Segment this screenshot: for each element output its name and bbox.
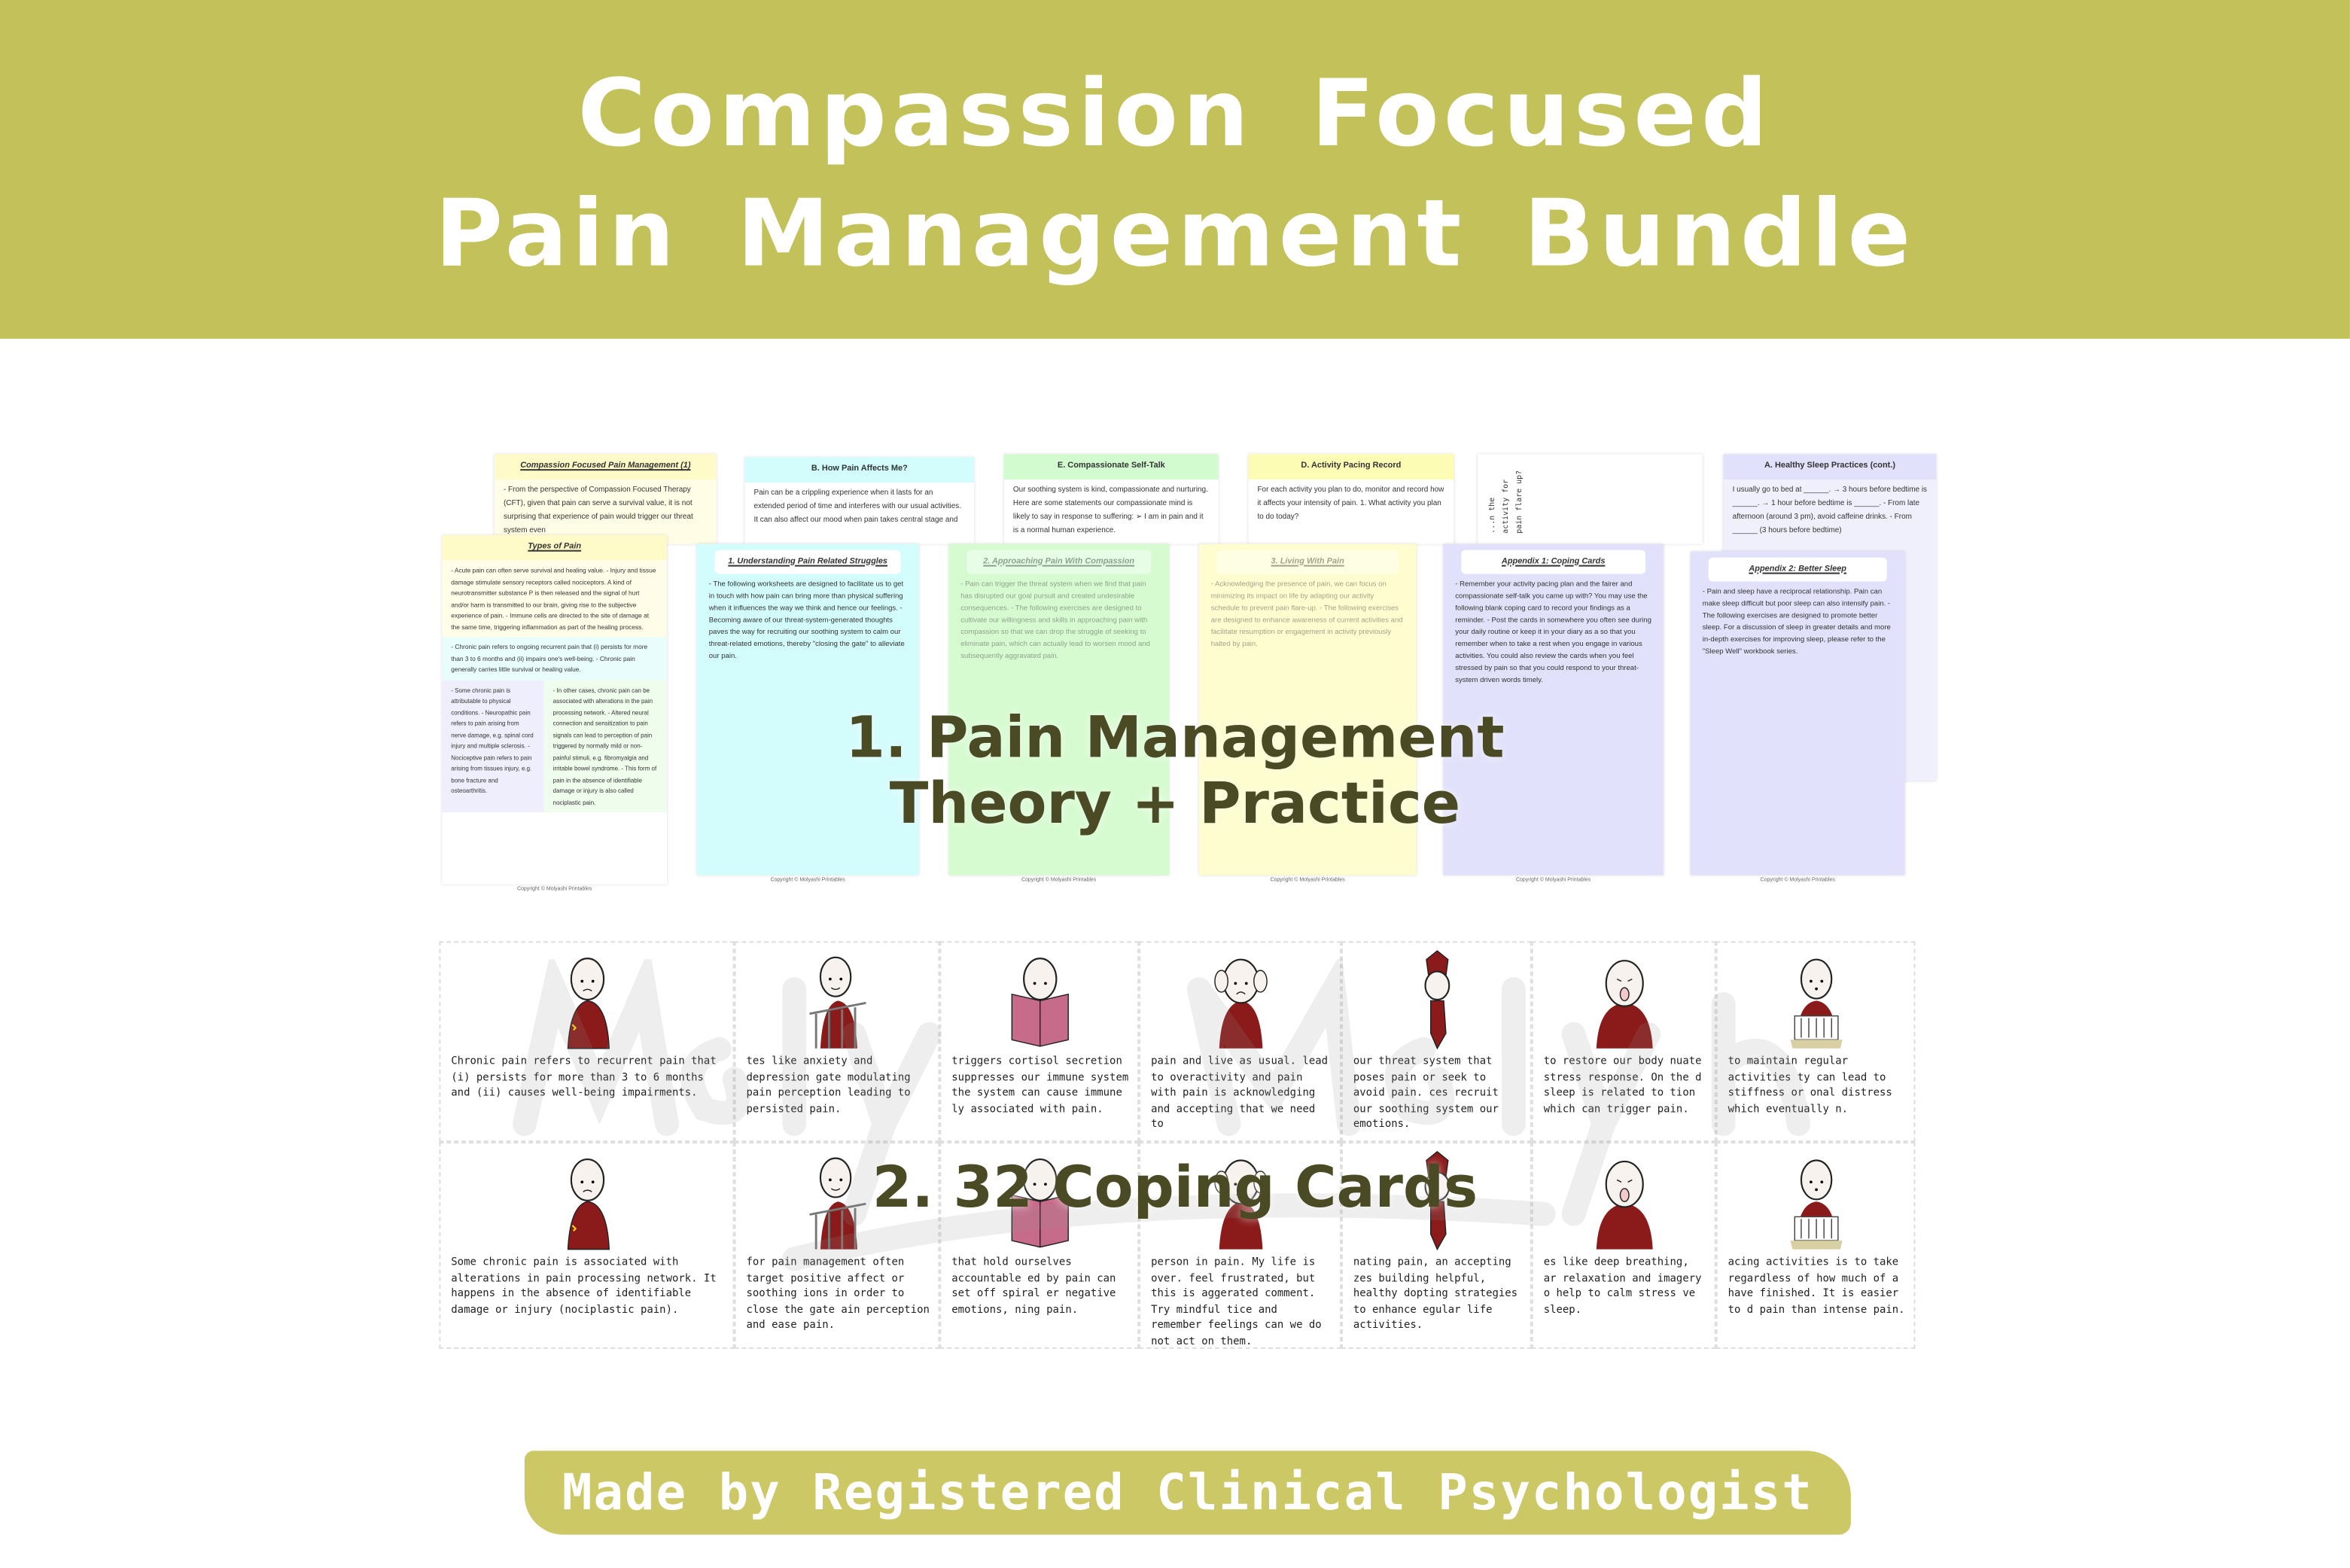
cover-title: Appendix 2: Better Sleep [1708,557,1887,582]
coping-card-text: person in pain. My life is over. feel fr… [1151,1256,1322,1347]
copyright-text: Copyright © Molyashi Printables [1270,876,1345,883]
coping-card: Chronic pain refers to recurrent pain th… [439,941,735,1143]
coping-card: pain and live as usual. lead to overacti… [1139,941,1341,1143]
cover-title: 2. Approaching Pain With Compassion [966,550,1152,574]
behind-bars-figure-icon [808,956,866,1049]
coping-card-text: acing activities is to take regardless o… [1727,1256,1905,1316]
header-band: Compassion Focused Pain Management Bundl… [0,0,2350,339]
page-cfpm: Compassion Focused Pain Management (1) -… [495,454,717,544]
copyright-text: Copyright © Molyashi Printables [1516,876,1591,883]
footer-banner: Made by Registered Clinical Psychologist [524,1451,1851,1535]
copyright-text: Copyright © Molyashi Printables [1021,876,1097,883]
coping-card-text: for pain management often target positiv… [746,1256,930,1332]
coping-card-text: to maintain regular activities ty can le… [1727,1055,1892,1115]
page-body: Pain can be a crippling experience when … [753,489,962,525]
coping-card-text: pain and live as usual. lead to overacti… [1151,1055,1329,1131]
holding-head-figure-icon [1213,1159,1267,1250]
brush-stroke [524,1451,1851,1535]
title-line-1: Compassion Focused [577,58,1773,168]
stretching-figure-icon [1423,950,1450,1050]
coping-card-text: Some chronic pain is associated with alt… [451,1256,717,1316]
at-desk-figure-icon [1789,958,1842,1049]
coping-card: to maintain regular activities ty can le… [1715,941,1916,1143]
cover-body: - The following worksheets are designed … [708,581,905,662]
coping-card: acing activities is to take regardless o… [1715,1142,1916,1349]
cover-title: 3. Living With Pain [1216,550,1399,574]
coping-card: our threat system that poses pain or see… [1341,941,1532,1143]
page-activity-pacing: D. Activity Pacing Record For each activ… [1248,454,1454,544]
cover-page-living: 3. Living With Pain - Acknowledging the … [1198,543,1417,875]
cover-page-approaching: 2. Approaching Pain With Compassion - Pa… [948,543,1169,875]
reading-book-figure-icon [1010,1158,1068,1248]
page-body: Our soothing system is kind, compassiona… [1012,486,1208,535]
behind-bars-figure-icon [808,1157,866,1250]
holding-arm-figure-icon [566,958,610,1049]
coping-card-text: our threat system that poses pain or see… [1353,1055,1499,1131]
cover-page-appendix-coping-cards: Appendix 1: Coping Cards - Remember your… [1443,543,1664,875]
acute-pain-section: - Acute pain can often serve survival an… [442,560,667,638]
coping-card: for pain management often target positiv… [734,1142,940,1349]
page-title: A. Healthy Sleep Practices (cont.) [1723,454,1937,480]
coping-card: to restore our body nuate stress respons… [1531,941,1716,1143]
copyright-text: Copyright © Molyashi Printables [517,885,592,892]
coping-card: es like deep breathing, ar relaxation an… [1531,1142,1716,1349]
overlay-heading-pain-management: 1. Pain Management [845,704,1505,771]
cover-body: - Remember your activity pacing plan and… [1455,581,1651,685]
holding-head-figure-icon [1213,958,1267,1049]
coping-card-text: tes like anxiety and depression gate mod… [746,1055,911,1115]
coping-card-text: Chronic pain refers to recurrent pain th… [451,1055,717,1099]
coping-card: nating pain, an accepting zes building h… [1341,1142,1532,1349]
page-types-of-pain: Types of Pain - Acute pain can often ser… [442,534,667,884]
at-desk-figure-icon [1789,1159,1842,1250]
cover-page-understanding: 1. Understanding Pain Related Struggles … [696,543,919,875]
footer-text: Made by Registered Clinical Psychologist [562,1463,1813,1521]
overlay-heading-coping-cards: 2. 32 Coping Cards [872,1154,1478,1220]
coping-card-text: to restore our body nuate stress respons… [1543,1055,1702,1115]
page-how-pain-affects: B. How Pain Affects Me? Pain can be a cr… [744,457,975,544]
reading-book-figure-icon [1010,958,1068,1047]
yawning-figure-icon [1595,1160,1652,1250]
cover-body: - Pain and sleep have a reciprocal relat… [1702,589,1891,657]
yawning-figure-icon [1595,960,1652,1049]
nociplastic-section: - In other cases, chronic pain can be as… [543,679,667,813]
copyright-text: Copyright © Molyashi Printables [1760,876,1835,883]
coping-card: triggers cortisol secretion suppresses o… [939,941,1140,1143]
page-title: D. Activity Pacing Record [1248,454,1454,480]
page-self-talk: E. Compassionate Self-Talk Our soothing … [1003,454,1219,544]
page-title: Compassion Focused Pain Management (1) [495,454,717,480]
chronic-pain-section: - Chronic pain refers to ongoing recurre… [442,637,667,680]
title-line-2: Pain Management Bundle [434,178,1916,288]
cover-body: - Pain can trigger the threat system whe… [960,581,1150,662]
coping-card: tes like anxiety and depression gate mod… [734,941,940,1143]
page-body: - From the perspective of Compassion Foc… [503,486,693,535]
page-title: B. How Pain Affects Me? [744,457,975,483]
page-body: For each activity you plan to do, monito… [1257,486,1444,522]
page-coping-card-strip: ...n the activity for pain flare up? [1478,454,1703,544]
coping-card: person in pain. My life is over. feel fr… [1139,1142,1341,1349]
cover-title: Appendix 1: Coping Cards [1461,550,1646,574]
holding-arm-figure-icon [566,1158,610,1250]
coping-card-text: es like deep breathing, ar relaxation an… [1543,1256,1702,1316]
cover-body: - Acknowledging the presence of pain, we… [1210,581,1403,650]
stretching-figure-icon [1423,1151,1450,1251]
page-title: Types of Pain [442,534,667,561]
page-body: ...n the activity for pain flare up? [1488,470,1524,534]
coping-card-text: nating pain, an accepting zes building h… [1353,1256,1518,1332]
physical-conditions-section: - Some chronic pain is attributable to p… [442,679,544,813]
cover-title: 1. Understanding Pain Related Struggles [714,550,901,574]
coping-card-text: that hold ourselves accountable ed by pa… [951,1256,1116,1316]
coping-card: that hold ourselves accountable ed by pa… [939,1142,1140,1349]
copyright-text: Copyright © Molyashi Printables [770,876,845,883]
overlay-heading-theory-practice: Theory + Practice [889,770,1461,836]
coping-card-text: triggers cortisol secretion suppresses o… [951,1055,1129,1115]
coping-card: Some chronic pain is associated with alt… [439,1142,735,1349]
page-body: I usually go to bed at ______. → 3 hours… [1732,486,1928,535]
page-title: E. Compassionate Self-Talk [1003,454,1219,480]
cover-page-appendix-better-sleep: Appendix 2: Better Sleep - Pain and slee… [1690,551,1905,875]
